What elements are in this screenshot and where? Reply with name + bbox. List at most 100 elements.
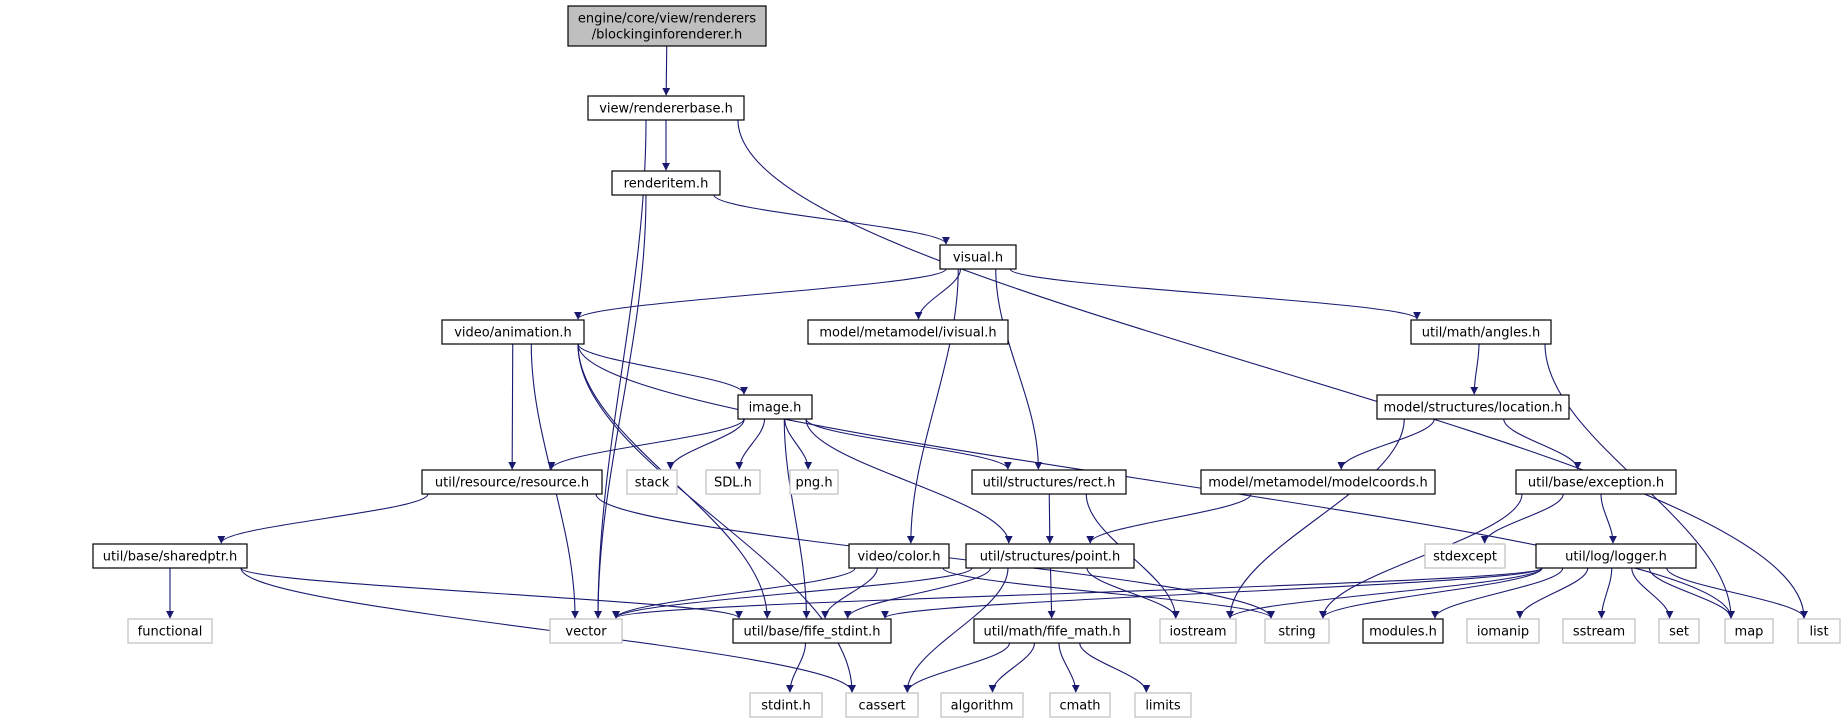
edge-image-to-resource bbox=[547, 418, 745, 470]
node-location[interactable]: model/structures/location.h bbox=[1376, 394, 1570, 420]
edge-logger-to-fife_stdint bbox=[881, 567, 1543, 619]
node-renderitem[interactable]: renderitem.h bbox=[611, 170, 721, 196]
edge-visual-to-ivisual bbox=[914, 268, 962, 320]
edge-location-to-modelcoords bbox=[1337, 418, 1435, 470]
node-label: functional bbox=[138, 625, 203, 640]
edge-visual-to-color bbox=[906, 268, 959, 544]
node-label: algorithm bbox=[951, 699, 1014, 714]
node-label: video/color.h bbox=[857, 550, 940, 565]
node-iomanip: iomanip bbox=[1466, 618, 1540, 644]
edge-point-to-fife_stdint bbox=[843, 567, 992, 619]
edge-logger-to-modules bbox=[1431, 567, 1564, 619]
node-box bbox=[1362, 618, 1444, 644]
edge-color-to-string bbox=[942, 567, 1275, 619]
edge-color-to-vector bbox=[612, 567, 856, 619]
node-rect[interactable]: util/structures/rect.h bbox=[971, 469, 1127, 495]
node-label: renderitem.h bbox=[624, 177, 709, 192]
node-label: iostream bbox=[1169, 625, 1226, 640]
node-label: video/animation.h bbox=[454, 326, 572, 341]
edge-location-to-exception bbox=[1503, 418, 1582, 470]
node-stack: stack bbox=[626, 469, 678, 495]
node-limits: limits bbox=[1134, 692, 1192, 718]
node-png: png.h bbox=[789, 469, 839, 495]
edge-logger-to-iomanip bbox=[1515, 567, 1589, 619]
node-label: model/metamodel/modelcoords.h bbox=[1208, 476, 1428, 491]
node-logger[interactable]: util/log/logger.h bbox=[1535, 543, 1697, 569]
node-modelcoords[interactable]: model/metamodel/modelcoords.h bbox=[1200, 469, 1436, 495]
edge-visual-to-rect bbox=[995, 268, 1043, 470]
edges-layer bbox=[166, 45, 1808, 693]
node-label: /blockinginforenderer.h bbox=[592, 28, 742, 43]
edge-logger-to-iostream bbox=[1226, 567, 1543, 619]
node-label: set bbox=[1669, 625, 1689, 640]
node-resource[interactable]: util/resource/resource.h bbox=[421, 469, 603, 495]
node-box bbox=[1200, 469, 1436, 495]
node-box bbox=[1049, 692, 1111, 718]
edge-logger-to-string bbox=[1319, 567, 1543, 619]
node-label: map bbox=[1735, 625, 1764, 640]
node-box bbox=[845, 692, 919, 718]
edge-image-to-point bbox=[805, 418, 1013, 544]
node-label: util/structures/point.h bbox=[980, 550, 1121, 565]
edge-exception-to-stdexcept bbox=[1480, 493, 1564, 544]
node-exception[interactable]: util/base/exception.h bbox=[1515, 469, 1677, 495]
node-image[interactable]: image.h bbox=[737, 394, 813, 420]
edge-point-to-fife_math bbox=[1047, 567, 1056, 619]
edge-logger-to-map bbox=[1648, 567, 1735, 619]
edge-renderitem-to-visual bbox=[713, 194, 950, 245]
node-box bbox=[1376, 394, 1570, 420]
node-point[interactable]: util/structures/point.h bbox=[965, 543, 1135, 569]
edge-image-to-rect bbox=[805, 418, 1012, 470]
edge-point-to-iostream bbox=[1086, 567, 1180, 619]
node-sharedptr[interactable]: util/base/sharedptr.h bbox=[92, 543, 248, 569]
node-box bbox=[1724, 618, 1774, 644]
node-stdexcept: stdexcept bbox=[1424, 543, 1506, 569]
edge-image-to-fife_stdint bbox=[783, 418, 811, 619]
node-box bbox=[1535, 543, 1697, 569]
edge-fife_math-to-cmath bbox=[1058, 642, 1080, 693]
edge-image-to-png bbox=[784, 418, 813, 470]
node-cassert: cassert bbox=[845, 692, 919, 718]
node-box bbox=[567, 5, 767, 47]
edge-fife_math-to-limits bbox=[1079, 642, 1151, 693]
edge-rendererbase-to-list bbox=[737, 119, 1808, 619]
node-box bbox=[939, 244, 1017, 270]
edge-modelcoords-to-point bbox=[1086, 493, 1252, 544]
node-box bbox=[1797, 618, 1841, 644]
node-cmath: cmath bbox=[1049, 692, 1111, 718]
edge-root-to-rendererbase bbox=[662, 45, 671, 96]
edge-exception-to-logger bbox=[1600, 493, 1617, 544]
edge-animation-to-resource bbox=[508, 343, 517, 470]
node-iostream: iostream bbox=[1159, 618, 1237, 644]
edge-animation-to-map bbox=[577, 343, 1735, 619]
edge-renderitem-to-vector bbox=[594, 194, 647, 619]
node-label: limits bbox=[1145, 699, 1181, 714]
node-list: list bbox=[1797, 618, 1841, 644]
node-label: vector bbox=[565, 625, 607, 640]
node-box bbox=[1159, 618, 1237, 644]
node-box bbox=[1134, 692, 1192, 718]
node-animation[interactable]: video/animation.h bbox=[441, 319, 585, 345]
edge-animation-to-image bbox=[577, 343, 748, 395]
node-set: set bbox=[1658, 618, 1700, 644]
node-angles[interactable]: util/math/angles.h bbox=[1410, 319, 1552, 345]
node-rendererbase[interactable]: view/rendererbase.h bbox=[587, 95, 745, 121]
node-box bbox=[789, 469, 839, 495]
node-fife_stdint[interactable]: util/base/fife_stdint.h bbox=[732, 618, 892, 644]
edge-point-to-vector bbox=[612, 567, 973, 619]
edge-logger-to-sstream bbox=[1597, 567, 1613, 619]
node-root[interactable]: engine/core/view/renderers/blockinginfor… bbox=[567, 5, 767, 47]
node-sdl: SDL.h bbox=[705, 469, 761, 495]
node-modules[interactable]: modules.h bbox=[1362, 618, 1444, 644]
edge-point-to-cassert bbox=[903, 567, 1009, 693]
node-box bbox=[749, 692, 823, 718]
node-ivisual[interactable]: model/metamodel/ivisual.h bbox=[807, 319, 1009, 345]
node-box bbox=[848, 543, 950, 569]
node-vector: vector bbox=[549, 618, 623, 644]
node-box bbox=[92, 543, 248, 569]
node-label: image.h bbox=[749, 401, 802, 416]
node-box bbox=[965, 543, 1135, 569]
node-color[interactable]: video/color.h bbox=[848, 543, 950, 569]
node-visual[interactable]: visual.h bbox=[939, 244, 1017, 270]
node-fife_math[interactable]: util/math/fife_math.h bbox=[973, 618, 1131, 644]
